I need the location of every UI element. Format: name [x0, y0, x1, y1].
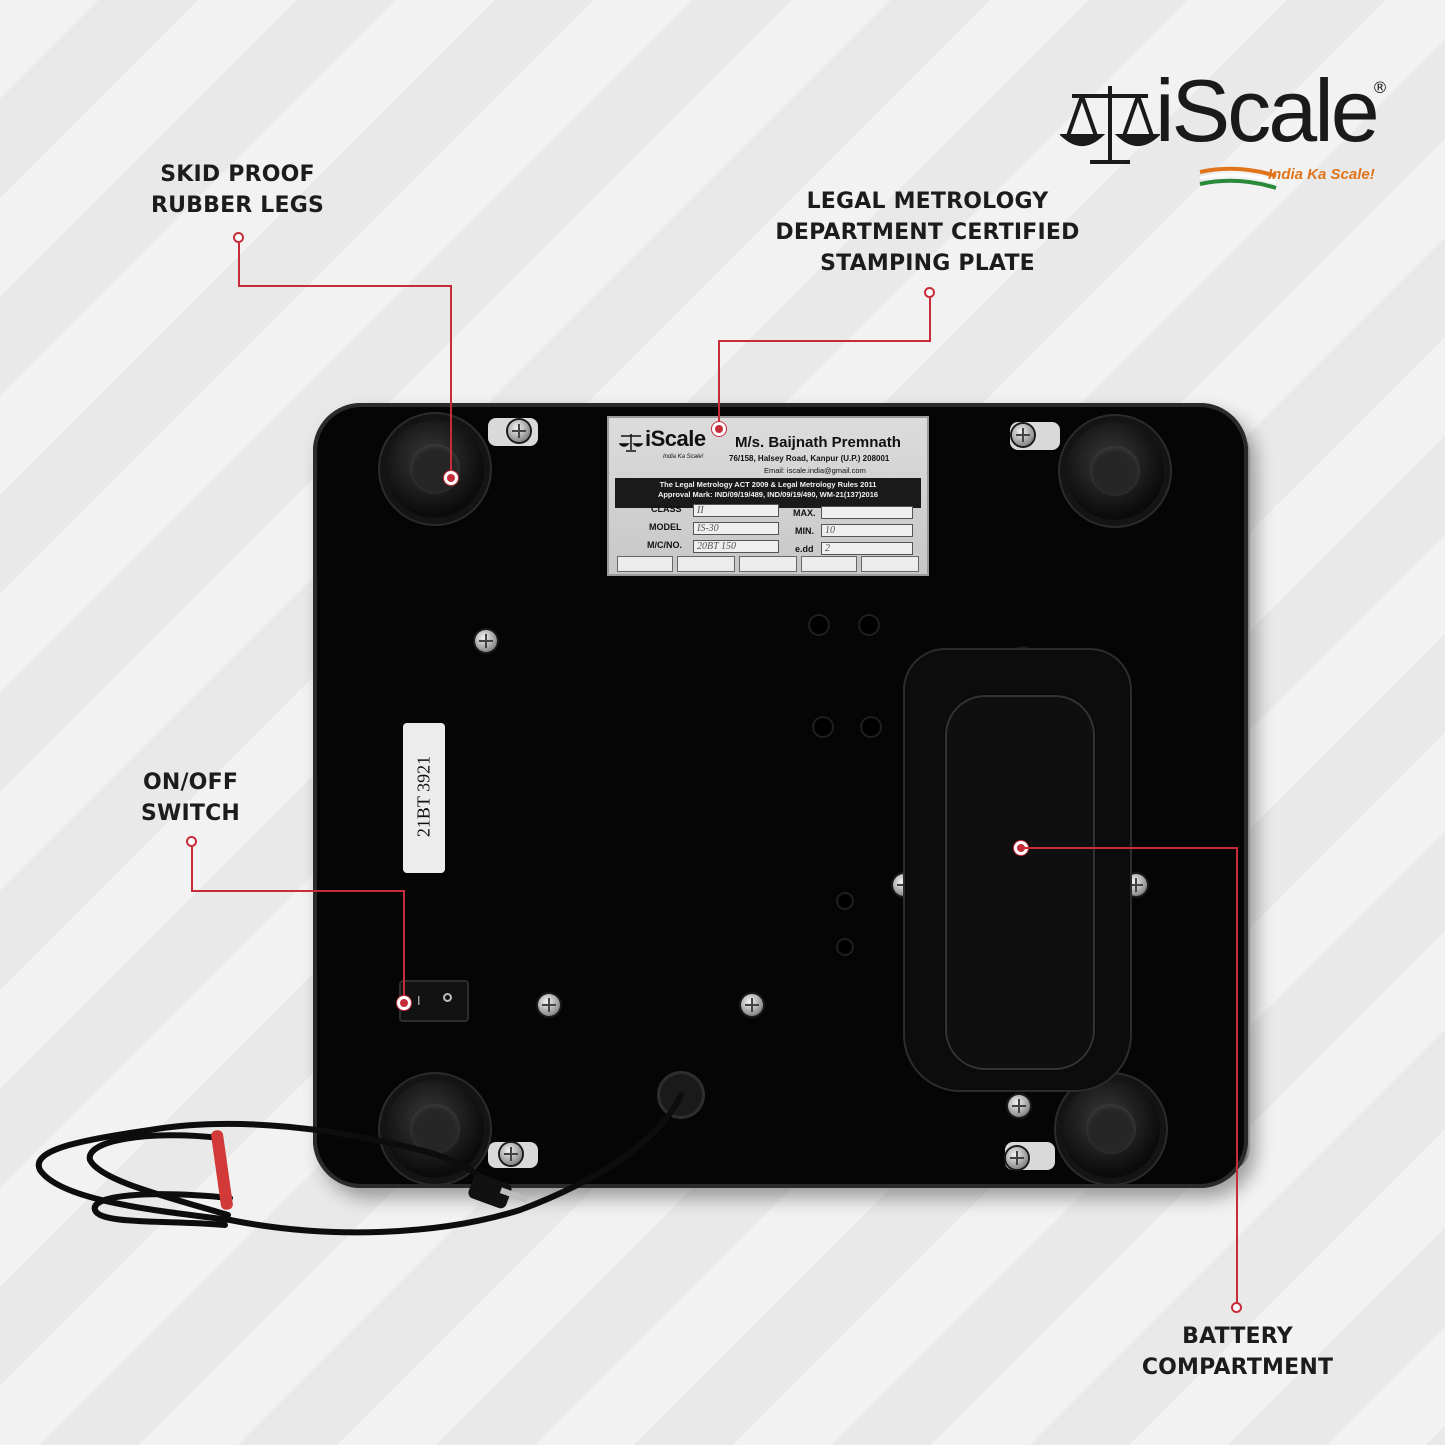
- logo-tagline: India Ka Scale!: [1268, 166, 1375, 183]
- plate-label-class: CLASS: [651, 504, 682, 514]
- mounting-hole: [836, 892, 854, 910]
- plate-approval-line: Approval Mark: IND/09/19/489, IND/09/19/…: [657, 490, 879, 499]
- rubber-leg: [1066, 422, 1164, 520]
- callout-on-off-switch: ON/OFF SWITCH: [118, 767, 263, 829]
- plate-balance-icon: [619, 434, 643, 452]
- callout-line: ON/OFF: [142, 770, 239, 795]
- stamping-plate: iScale ® India Ka Scale! M/s. Baijnath P…: [607, 416, 929, 576]
- screw: [1008, 1095, 1030, 1117]
- battery-compartment-cover[interactable]: [945, 695, 1095, 1070]
- plate-value-class: II: [693, 504, 779, 517]
- plate-act-line: The Legal Metrology ACT 2009 & Legal Met…: [659, 480, 877, 489]
- switch-off-glyph: [443, 993, 452, 1002]
- screw: [1012, 424, 1034, 446]
- brand-logo: iScale ® India Ka Scale!: [1060, 61, 1400, 196]
- plate-value-model: IS-30: [693, 522, 779, 535]
- screw: [538, 994, 560, 1016]
- leader-line: [1236, 847, 1238, 1303]
- callout-line: STAMPING PLATE: [820, 251, 1035, 276]
- mounting-hole: [836, 938, 854, 956]
- callout-line: COMPARTMENT: [1141, 1355, 1334, 1380]
- leader-anchor-dot: [233, 232, 244, 243]
- plate-label-model: MODEL: [649, 522, 682, 532]
- plate-stamp-cell: [617, 556, 673, 572]
- leader-line: [1021, 847, 1238, 849]
- power-cable: [35, 1092, 684, 1236]
- leader-line: [191, 890, 405, 892]
- plate-stamp-cell: [801, 556, 857, 572]
- plate-stamp-cell: [739, 556, 797, 572]
- leader-line: [191, 847, 193, 892]
- balance-scale-icon: [1060, 86, 1160, 164]
- callout-line: BATTERY: [1182, 1324, 1293, 1349]
- leader-line: [718, 340, 931, 342]
- cable-tie: [211, 1130, 233, 1210]
- screw: [500, 1143, 522, 1165]
- plate-value-max: [821, 506, 913, 519]
- rubber-leg: [386, 1080, 484, 1178]
- mounting-hole: [858, 614, 880, 636]
- registered-mark: ®: [1372, 78, 1388, 97]
- plate-label-min: MIN.: [795, 526, 814, 536]
- plate-label-max: MAX.: [793, 508, 816, 518]
- plate-logo-tagline: India Ka Scale!: [663, 454, 704, 460]
- plate-address: 76/158, Halsey Road, Kanpur (U.P.) 20800…: [729, 454, 890, 463]
- callout-line: RUBBER LEGS: [150, 193, 325, 218]
- plate-label-edd: e.dd: [795, 544, 814, 554]
- plug-body: [468, 1173, 512, 1209]
- screw: [1006, 1147, 1028, 1169]
- screw: [741, 994, 763, 1016]
- plate-stamp-cell: [861, 556, 919, 572]
- mounting-hole: [808, 614, 830, 636]
- plate-approval-band: The Legal Metrology ACT 2009 & Legal Met…: [615, 478, 921, 508]
- callout-battery-compartment: BATTERY COMPARTMENT: [1130, 1321, 1345, 1383]
- callout-line: SWITCH: [140, 801, 241, 826]
- mounting-hole: [812, 716, 834, 738]
- tricolor-swoosh-icon: [1199, 166, 1277, 190]
- plate-value-min: 10: [821, 524, 913, 537]
- screw: [475, 630, 497, 652]
- plate-logo-text: iScale: [645, 426, 706, 451]
- callout-stamping-plate: LEGAL METROLOGY DEPARTMENT CERTIFIED STA…: [770, 186, 1085, 279]
- plate-value-edd: 2: [821, 542, 913, 555]
- screw: [1125, 874, 1147, 896]
- leader-target-dot: [444, 471, 458, 485]
- callout-line: LEGAL METROLOGY: [806, 189, 1049, 214]
- plug-pin: [499, 1187, 529, 1203]
- mounting-hole: [860, 716, 882, 738]
- leader-anchor-dot: [1231, 1302, 1242, 1313]
- callout-line: DEPARTMENT CERTIFIED: [775, 220, 1080, 245]
- screw: [508, 420, 530, 442]
- leader-line: [238, 285, 452, 287]
- leader-line: [450, 285, 452, 477]
- leader-anchor-dot: [186, 836, 197, 847]
- plate-value-mcno: 20BT 150: [693, 540, 779, 553]
- leader-line: [403, 890, 405, 1002]
- leader-target-dot: [712, 422, 726, 436]
- leader-target-dot: [397, 996, 411, 1010]
- callout-line: SKID PROOF: [160, 162, 315, 187]
- leader-line: [718, 340, 720, 428]
- plate-stamp-cell: [677, 556, 735, 572]
- logo-wordmark: iScale: [1155, 61, 1380, 160]
- leader-line: [238, 243, 240, 286]
- switch-on-glyph: I: [417, 994, 421, 1008]
- leader-anchor-dot: [924, 287, 935, 298]
- plate-firm-name: M/s. Baijnath Premnath: [735, 434, 901, 451]
- rubber-leg: [386, 420, 484, 518]
- serial-label: 21BT 3921: [403, 723, 445, 873]
- callout-rubber-legs: SKID PROOF RUBBER LEGS: [135, 159, 340, 221]
- plate-email: Email: iscale.india@gmail.com: [764, 466, 866, 475]
- leader-line: [929, 298, 931, 342]
- rubber-leg: [1062, 1080, 1160, 1178]
- plate-label-mcno: M/C/NO.: [647, 540, 682, 550]
- serial-number: 21BT 3921: [413, 755, 434, 838]
